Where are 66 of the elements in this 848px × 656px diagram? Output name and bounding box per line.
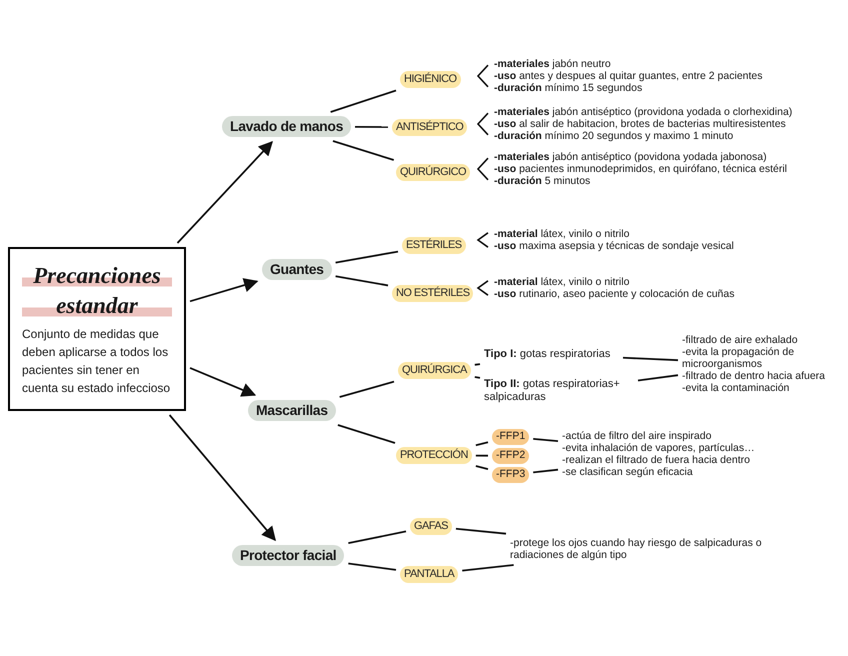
detail-text: -material látex, vinilo o nitrilo (494, 276, 630, 288)
topic-label: Guantes (262, 259, 332, 280)
connector-line (474, 376, 480, 379)
connector-line (348, 562, 396, 571)
subtype-text: Tipo I: gotas respiratorias (484, 348, 619, 361)
subtype-text: Tipo II: gotas respiratorias+ salpicaduras (484, 378, 634, 404)
connector-line (355, 126, 388, 128)
class-tag: -FFP3 (492, 467, 530, 483)
arrow (176, 140, 273, 244)
connector-line (476, 465, 488, 470)
connector-line (338, 424, 396, 444)
note-text: -se clasifican según eficacia (562, 466, 694, 478)
connector-line (330, 90, 396, 113)
class-tag: -FFP1 (492, 429, 530, 445)
arrow (190, 278, 258, 302)
detail-text: -materiales jabón antiséptico (providona yodada o clorhexidina) (494, 106, 792, 118)
connector-line (622, 356, 678, 362)
topic-label: Mascarillas (248, 400, 336, 421)
detail-text: -uso maxima asepsia y técnicas de sondaje vesical (494, 240, 734, 252)
category-label: QUIRÚRGICO (396, 164, 470, 180)
note-text: -filtrado de dentro hacia afuera (682, 370, 826, 382)
detail-text: -duración 5 minutos (494, 175, 592, 187)
note-text: -evita la propagación de microorganismos (682, 346, 796, 370)
detail-text: -uso antes y despues al quitar guantes, entre 2 pacientes (494, 70, 763, 82)
category-label: NO ESTÉRILES (392, 285, 474, 302)
detail-text: -uso rutinario, aseo paciente y colocación de cuñas (494, 288, 734, 300)
connector-line (462, 564, 514, 572)
connector-line (476, 441, 488, 446)
note-text: -actúa de filtro del aire inspirado (562, 430, 712, 442)
category-label: HIGIÉNICO (400, 71, 460, 88)
connector-line (476, 454, 488, 457)
detail-text: -material látex, vinilo o nitrilo (494, 228, 630, 240)
detail-text: -uso pacientes inmunodeprimidos, en quirófano, técnica estéril (494, 163, 787, 175)
detail-text: -materiales jabón neutro (494, 58, 612, 70)
category-label: PROTECCIÓN (396, 447, 472, 464)
note-text: -protege los ojos cuando hay riesgo de salpicaduras o radiaciones de algún tipo (510, 537, 763, 561)
note-text: -filtrado de aire exhalado (682, 334, 799, 346)
connector-line (348, 530, 406, 544)
connector-line (335, 250, 398, 264)
category-label: QUIRÚRGICA (398, 362, 471, 378)
connector-line (474, 363, 480, 366)
connector-line (533, 438, 558, 442)
category-label: GAFAS (410, 518, 452, 534)
category-label: PANTALLA (400, 566, 458, 582)
category-label: ESTÉRILES (402, 237, 466, 254)
note-text: -evita inhalación de vapores, partículas… (562, 442, 756, 454)
category-label: ANTISÉPTICO (392, 119, 468, 136)
class-tag: -FFP2 (492, 448, 530, 464)
arrow (168, 414, 276, 542)
topic-label: Protector facial (232, 545, 344, 566)
note-text: -evita la contaminación (682, 382, 790, 394)
detail-text: -duración mínimo 20 segundos y maximo 1 minuto (494, 130, 734, 142)
connector-line (533, 468, 558, 474)
definition-box (8, 247, 186, 411)
arrow (190, 367, 256, 397)
connector-line (335, 275, 388, 286)
connector-line (332, 140, 394, 161)
topic-label: Lavado de manos (222, 116, 352, 137)
connector-line (456, 528, 506, 535)
connector-line (339, 380, 394, 398)
definition-text: Conjunto de medidas que deben aplicarse a todos los pacientes sin tener en cuenta su estado infeccioso (22, 326, 172, 397)
detail-text: -duración mínimo 15 segundos (494, 82, 644, 94)
note-text: -realizan el filtrado de fuera hacia dentro (562, 454, 751, 466)
detail-text: -uso al salir de habitacion, brotes de bacterias multiresistentes (494, 118, 787, 130)
detail-text: -materiales jabón antiséptico (povidona yodada jabonosa) (494, 151, 768, 163)
connector-line (638, 374, 678, 382)
